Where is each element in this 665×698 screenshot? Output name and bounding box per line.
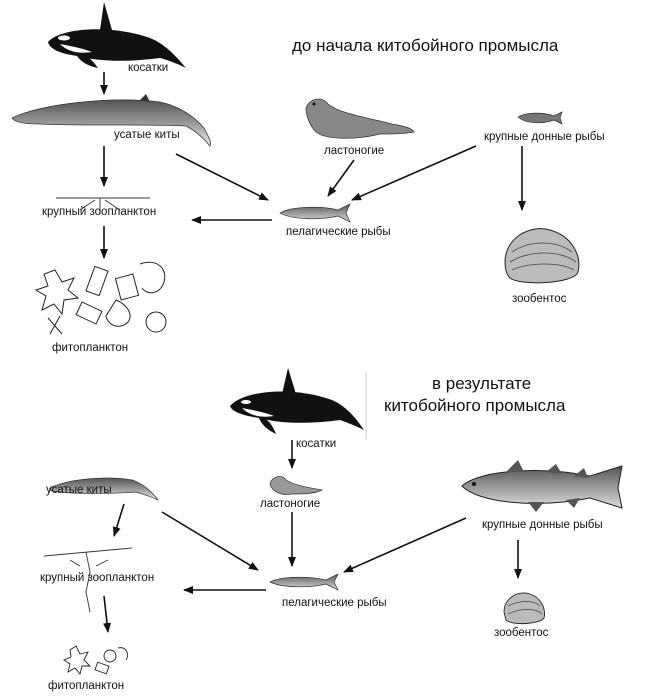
bottom-label-pinnipeds: ластоногие [260,498,321,510]
baleen-whale-bottom-icon [49,477,159,501]
arrows-top [100,72,526,259]
bottom-label-pelagic-fish: пелагические рыбы [282,597,387,609]
pelagic-fish-bottom-icon [269,573,339,591]
seal-top-icon [305,98,415,139]
top-label-pelagic-fish: пелагические рыбы [286,226,391,238]
demersal-fish-bottom-icon [461,460,623,512]
top-label-zoobenthos: зообентос [512,293,567,305]
phytoplankton-bottom-icon [63,645,129,675]
top-label-large-demersal-fish: крупные донные рыбы [484,131,605,143]
top-label-pinnipeds: ластоногие [324,145,385,157]
bottom-label-large-zooplankton: крупный зоопланктон [40,572,155,584]
bottom-diagram-title-line1: в результате [432,374,532,393]
phytoplankton-top-icon [34,261,167,335]
baleen-whale-top-icon [11,94,211,147]
zooplankton-top-icon [56,197,150,214]
seal-bottom-icon [269,476,324,495]
top-label-phytoplankton: фитопланктон [52,342,129,354]
top-label-baleen-whales: усатые киты [114,129,180,141]
orca-bottom-icon [230,368,364,434]
top-label-orcas: косатки [128,62,169,74]
demersal-fish-top-icon [517,111,563,125]
pelagic-fish-top-icon [279,203,351,223]
bottom-label-zoobenthos: зообентос [494,627,549,639]
bottom-label-phytoplankton: фитопланктон [48,680,125,692]
zooplankton-bottom-icon [43,547,133,613]
zoobenthos-clam-bottom-icon [503,592,545,625]
top-label-large-zooplankton: крупный зоопланктон [42,206,157,218]
top-diagram-title: до начала китобойного промысла [292,36,559,55]
bottom-diagram-title-line2: китобойного промысла [384,396,566,415]
bottom-label-baleen-whales: усатые киты [46,484,112,496]
arrows-bottom [103,440,522,633]
orca-top-icon [48,2,186,68]
bottom-label-orcas: косатки [296,438,337,450]
zoobenthos-clam-top-icon [504,228,580,284]
bottom-label-large-demersal-fish: крупные донные рыбы [482,519,603,531]
